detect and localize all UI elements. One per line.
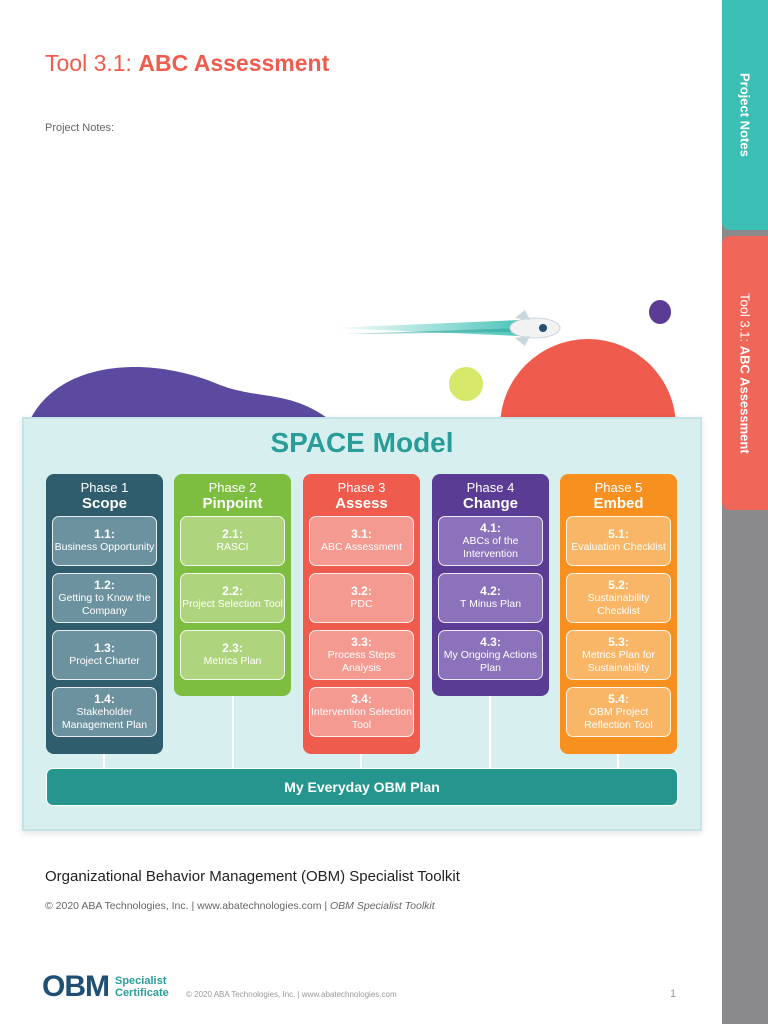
phase-number: Phase 1 [80,480,129,495]
tool-4-2[interactable]: 4.2:T Minus Plan [438,573,543,623]
tool-3-4[interactable]: 3.4:Intervention Selection Tool [309,687,414,737]
tab-tool-abc-assessment[interactable]: Tool 3.1: ABC Assessment [722,236,768,510]
tab-project-notes-label: Project Notes [737,73,753,157]
tool-2-1[interactable]: 2.1:RASCI [180,516,285,566]
phase-connectors [103,696,619,768]
tool-1-4[interactable]: 1.4:Stakeholder Management Plan [52,687,157,737]
everyday-obm-plan-button[interactable]: My Everyday OBM Plan [46,768,678,806]
yellow-planet [449,367,483,401]
phase-scope: Phase 1 Scope 1.1:Business Opportunity 1… [46,474,163,754]
page-title-name: ABC Assessment [138,50,330,76]
tool-5-2[interactable]: 5.2:Sustainability Checklist [566,573,671,623]
phase-name: Scope [81,495,127,512]
phase-name: Assess [335,495,388,512]
tool-1-3[interactable]: 1.3:Project Charter [52,630,157,680]
logo-obm-text: OBM [42,970,110,1003]
purple-moon [649,300,671,324]
rocket-illustration [30,300,676,430]
tool-5-1[interactable]: 5.1:Evaluation Checklist [566,516,671,566]
rocket-icon [509,310,561,346]
red-planet [500,339,676,430]
phase-name: Change [462,495,518,512]
tab-tool-label: Tool 3.1: ABC Assessment [737,292,753,454]
toolkit-title: Organizational Behavior Management (OBM)… [45,868,460,885]
tool-2-3[interactable]: 2.3:Metrics Plan [180,630,285,680]
tool-3-2[interactable]: 3.2:PDC [309,573,414,623]
phase-number: Phase 3 [337,480,386,495]
tab-project-notes[interactable]: Project Notes [722,0,768,230]
phase-pinpoint: Phase 2 Pinpoint 2.1:RASCI 2.2:Project S… [174,474,291,696]
copyright-line: © 2020 ABA Technologies, Inc. | www.abat… [45,900,435,912]
space-model-panel: SPACE Model Phase 1 Scope 1.1:Business O… [22,417,702,831]
project-notes-label: Project Notes: [45,122,115,134]
phase-change: Phase 4 Change 4.1:ABCs of the Intervent… [432,474,549,696]
phase-number: Phase 4 [466,480,515,495]
tool-4-1[interactable]: 4.1:ABCs of the Intervention [438,516,543,566]
tool-3-3[interactable]: 3.3:Process Steps Analysis [309,630,414,680]
page-title-prefix: Tool 3.1: [45,50,132,76]
tool-1-2[interactable]: 1.2:Getting to Know the Company [52,573,157,623]
tool-3-1[interactable]: 3.1:ABC Assessment [309,516,414,566]
phase-number: Phase 5 [594,480,643,495]
phase-number: Phase 2 [208,480,257,495]
phase-embed: Phase 5 Embed 5.1:Evaluation Checklist 5… [560,474,677,754]
tool-1-1[interactable]: 1.1:Business Opportunity [52,516,157,566]
phase-assess: Phase 3 Assess 3.1:ABC Assessment 3.2:PD… [303,474,420,754]
purple-hill-shape [30,367,330,420]
tool-5-4[interactable]: 5.4:OBM Project Reflection Tool [566,687,671,737]
tool-2-2[interactable]: 2.2:Project Selection Tool [180,573,285,623]
tool-4-3[interactable]: 4.3:My Ongoing Actions Plan [438,630,543,680]
space-model-title: SPACE Model [270,427,454,458]
phase-name: Pinpoint [202,495,263,512]
phase-name: Embed [593,495,644,512]
page-title: Tool 3.1: ABC Assessment [45,50,329,77]
page-number: 1 [670,988,677,1000]
tool-5-3[interactable]: 5.3:Metrics Plan for Sustainability [566,630,671,680]
footer-copyright: © 2020 ABA Technologies, Inc. | www.abat… [186,990,397,999]
